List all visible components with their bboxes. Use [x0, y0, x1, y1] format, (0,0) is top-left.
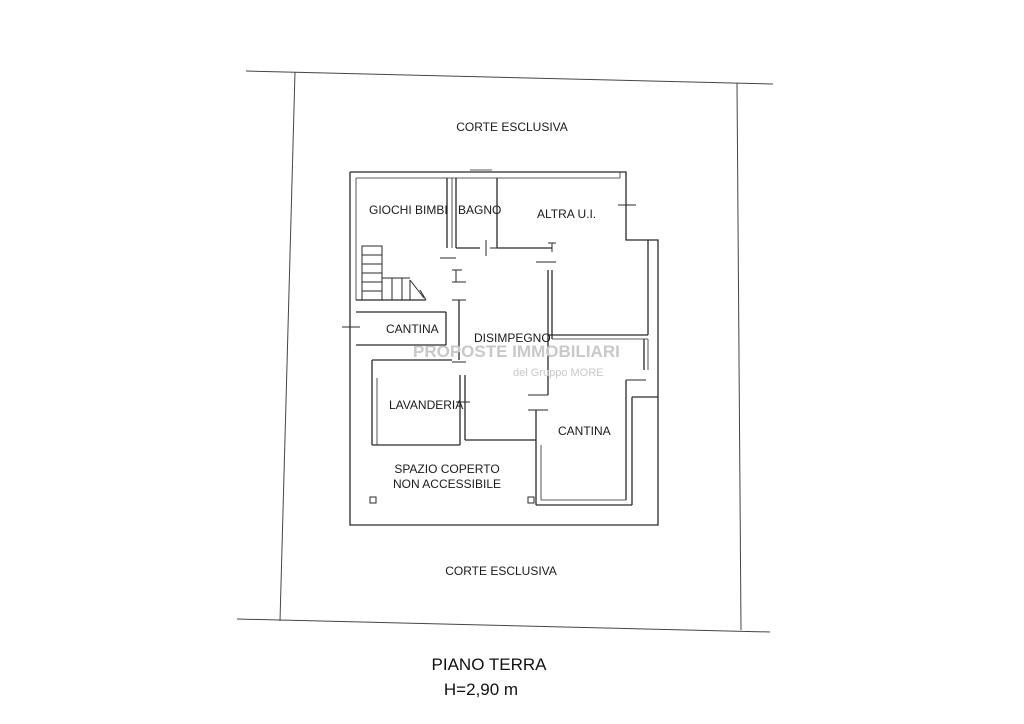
- label-spazio-coperto: SPAZIO COPERTO: [394, 462, 499, 476]
- interior-walls: [342, 169, 658, 506]
- label-giochi-bimbi: GIOCHI BIMBI: [369, 203, 448, 217]
- label-lavanderia: LAVANDERIA: [389, 398, 463, 412]
- floor-height: H=2,90 m: [444, 680, 518, 699]
- property-boundary: [236, 70, 774, 633]
- watermark-title: PROPOSTE IMMOBILIARI: [413, 342, 620, 361]
- watermark-subtitle: del Gruppo MORE: [513, 367, 603, 379]
- floor-name: PIANO TERRA: [432, 655, 548, 674]
- label-corte-bottom: CORTE ESCLUSIVA: [445, 564, 557, 578]
- label-altra-ui: ALTRA U.I.: [537, 207, 596, 221]
- label-corte-top: CORTE ESCLUSIVA: [456, 120, 568, 134]
- building-outline: [349, 171, 659, 526]
- label-cantina-right: CANTINA: [558, 424, 611, 438]
- label-cantina-left: CANTINA: [386, 322, 439, 336]
- label-non-accessibile: NON ACCESSIBILE: [393, 477, 501, 491]
- label-disimpegno: DISIMPEGNO: [474, 331, 551, 345]
- label-bagno: BAGNO: [458, 203, 501, 217]
